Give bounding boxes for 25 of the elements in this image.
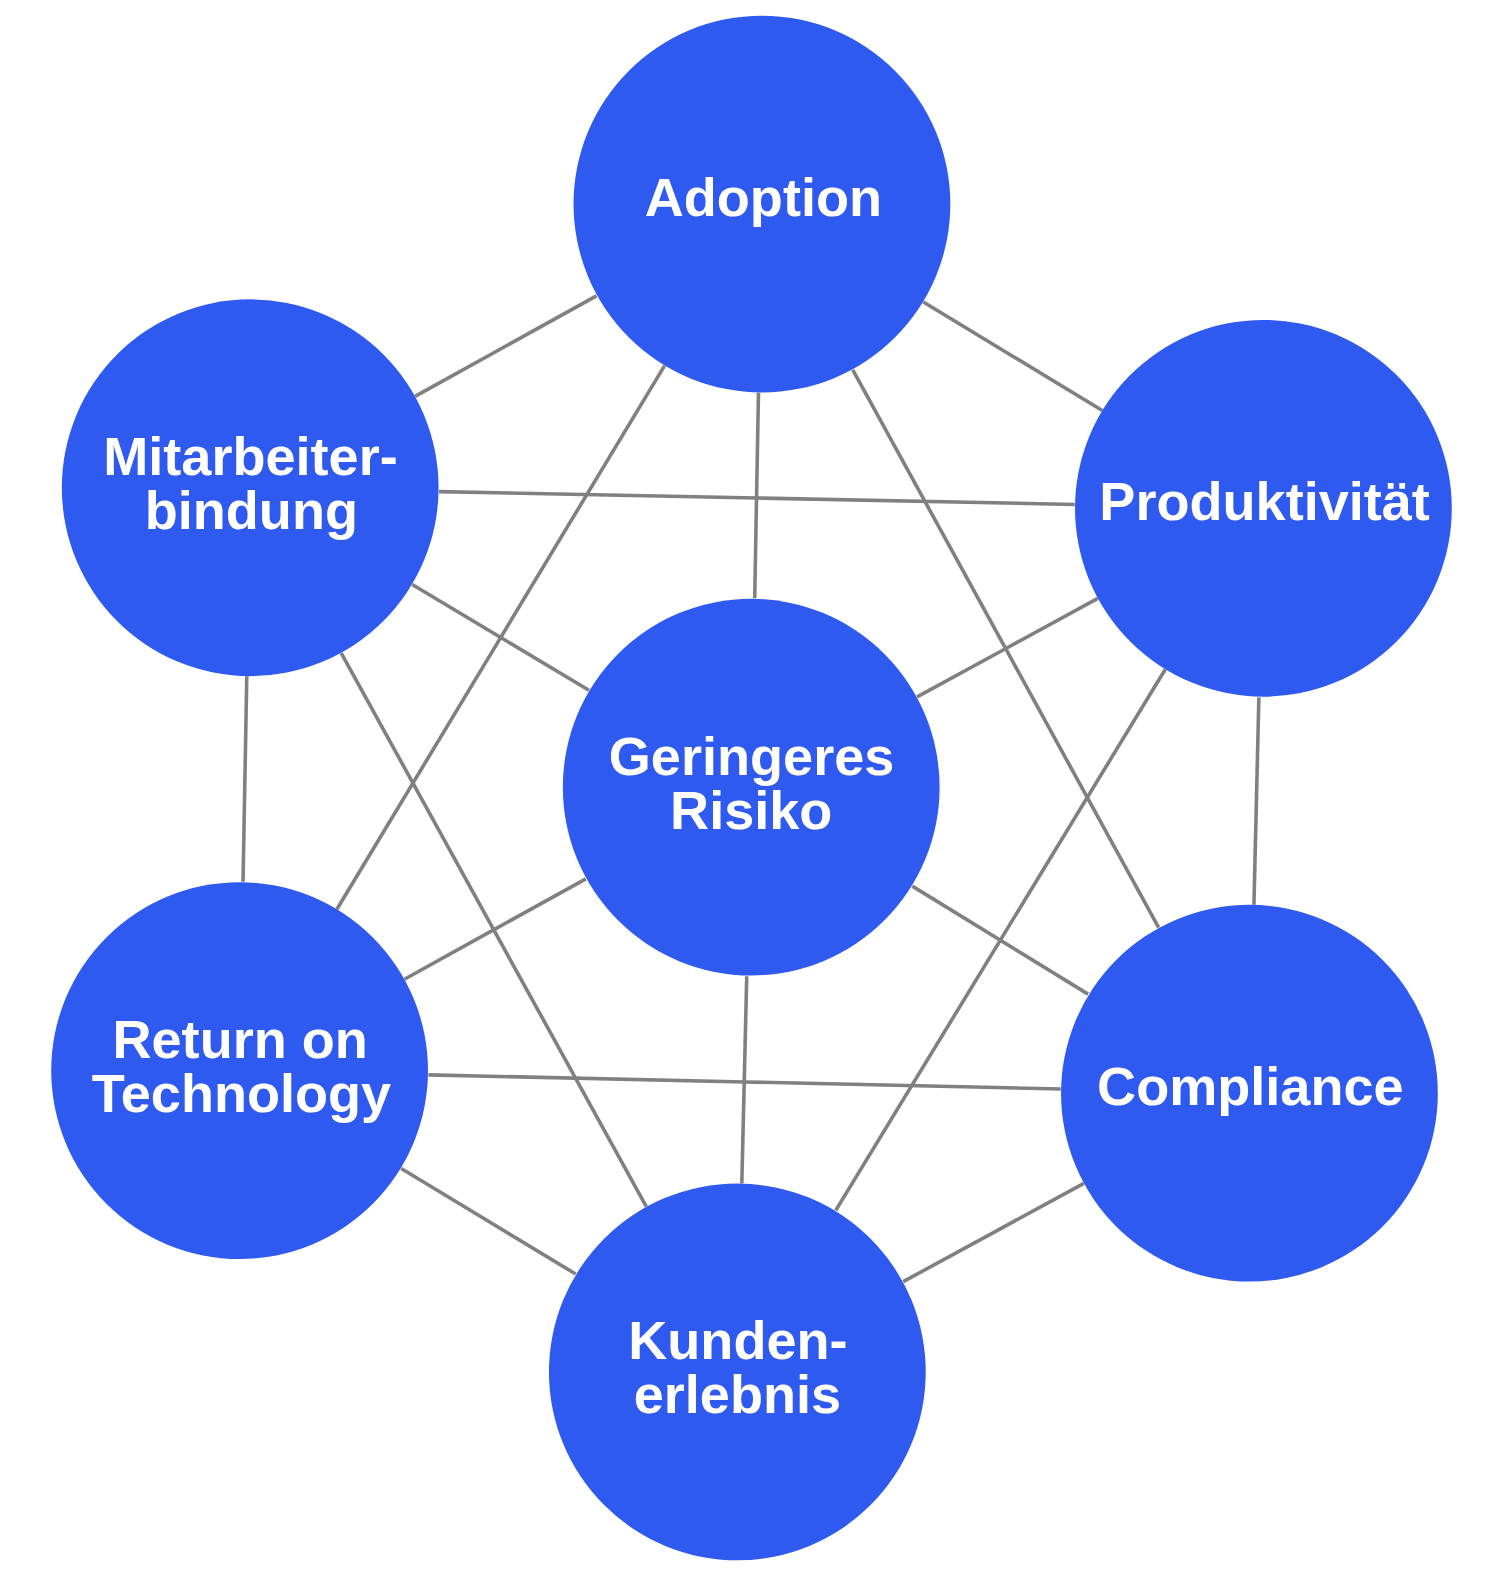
connector [752,392,761,599]
connector [438,489,1075,507]
node-circle: Produktivität [1075,319,1452,697]
node-circle: Mitarbeiter- bindung [61,299,439,677]
connector [414,294,598,398]
connector [851,368,1161,929]
node-circle: Return on Technology [51,882,428,1259]
connector [339,652,648,1208]
connector [902,1181,1085,1284]
connector [428,1073,1061,1091]
connector [335,364,667,911]
connector [403,877,587,981]
node-circle: Geringeres Risiko [562,598,940,976]
connector [1252,697,1261,905]
node-circle: Kunden- erlebnis [548,1183,926,1561]
connector [834,668,1167,1212]
connector [916,596,1099,699]
connector [411,583,590,692]
connector [740,976,749,1184]
node-circle: Compliance [1061,904,1438,1282]
connector [400,1166,577,1276]
connector [241,676,249,882]
connector [922,300,1104,413]
node-circle: Adoption [573,15,951,393]
connector [911,884,1089,996]
